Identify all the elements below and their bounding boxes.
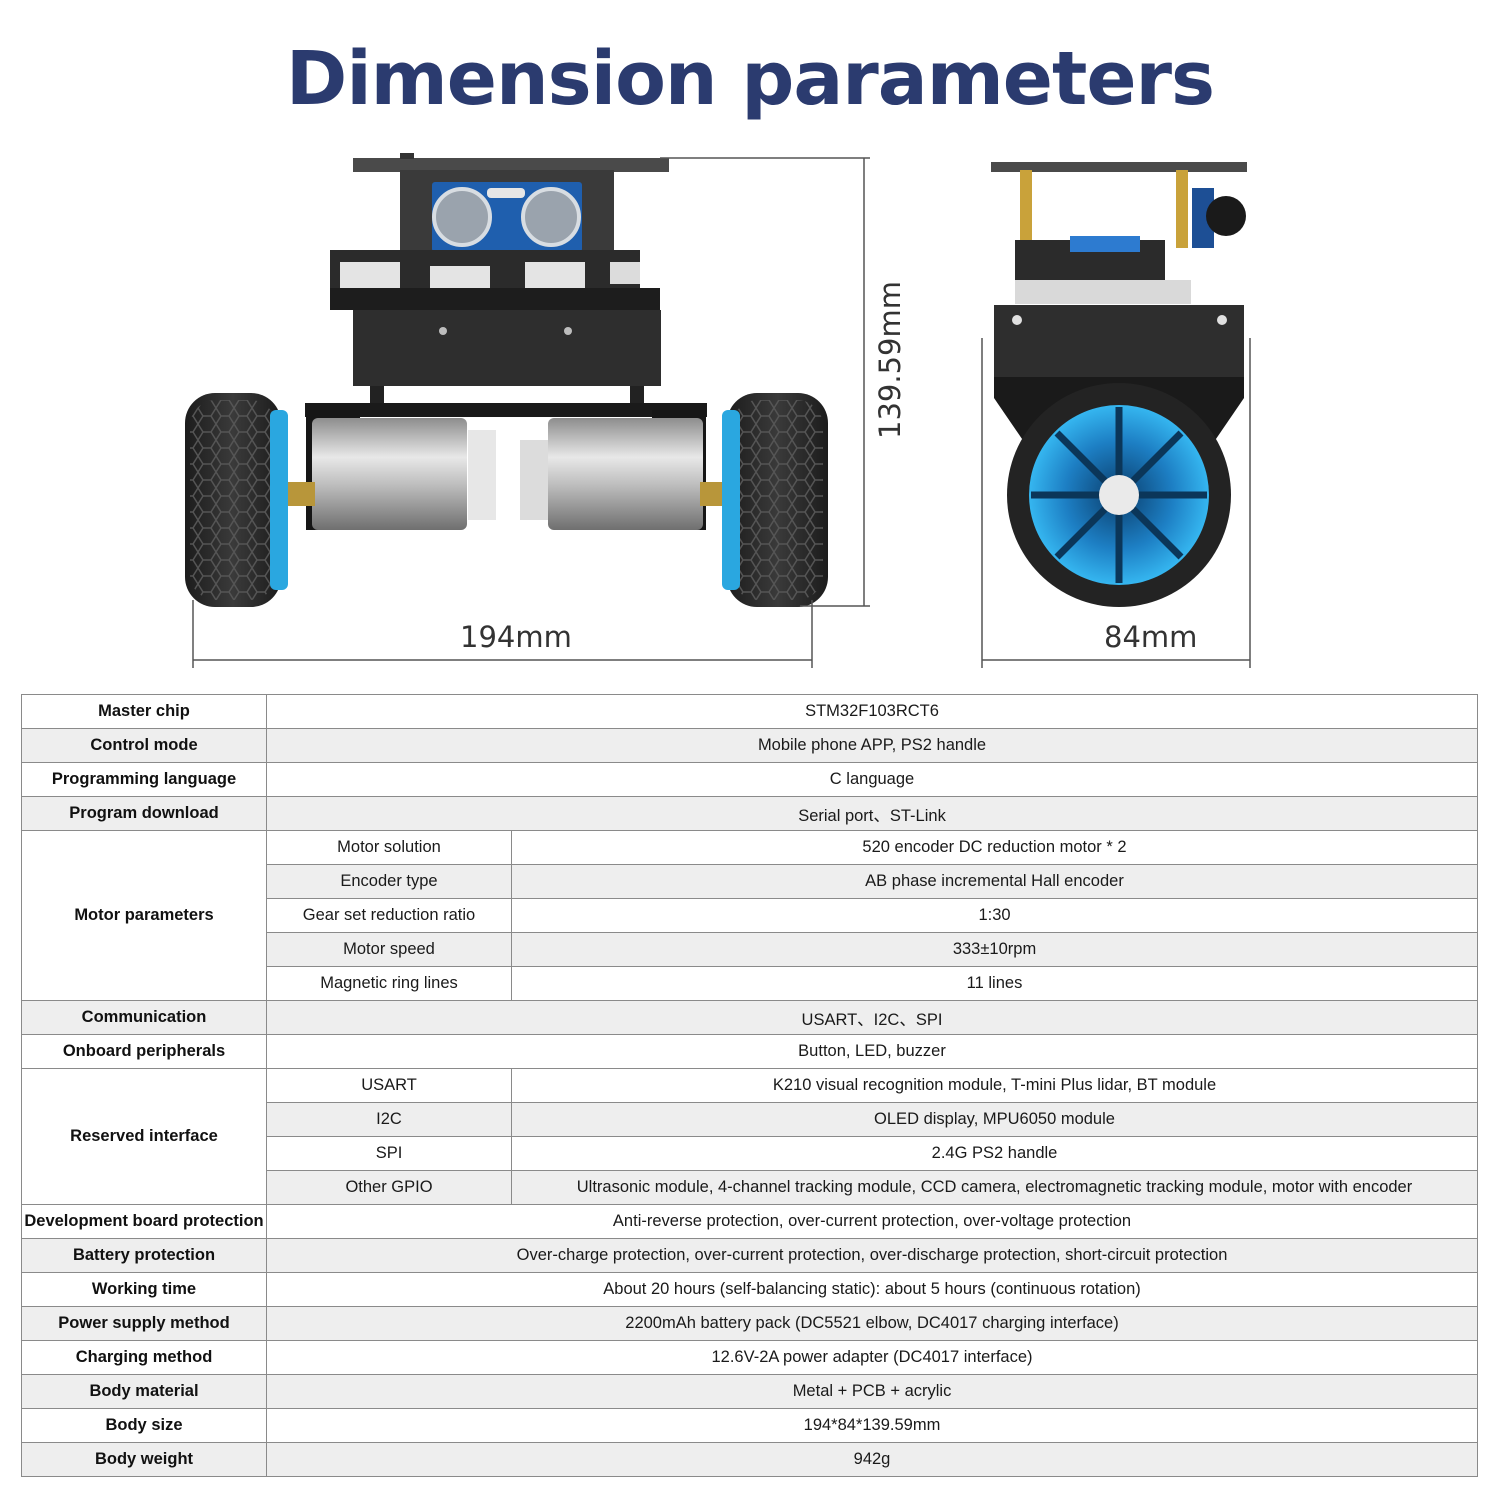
spec-value: 520 encoder DC reduction motor * 2 (510, 830, 1479, 865)
spec-value: 11 lines (510, 966, 1479, 1001)
spec-label: Programming language (21, 762, 267, 797)
spec-label: Communication (21, 1000, 267, 1035)
table-row: Control mode Mobile phone APP, PS2 handl… (21, 728, 1479, 763)
table-row: Program download Serial port、ST-Link (21, 796, 1479, 831)
spec-value: About 20 hours (self-balancing static): … (265, 1272, 1479, 1307)
spec-label: Battery protection (21, 1238, 267, 1273)
spec-value: 1:30 (510, 898, 1479, 933)
spec-label: Charging method (21, 1340, 267, 1375)
spec-value: K210 visual recognition module, T-mini P… (510, 1068, 1479, 1103)
spec-label: Body size (21, 1408, 267, 1443)
table-row: Onboard peripherals Button, LED, buzzer (21, 1034, 1479, 1069)
spec-value: Button, LED, buzzer (265, 1034, 1479, 1069)
table-row: Other GPIO Ultrasonic module, 4-channel … (22, 1170, 1479, 1205)
table-row: Reserved interface USART K210 visual rec… (21, 1068, 1479, 1205)
spec-label: Body material (21, 1374, 267, 1409)
spec-label: Reserved interface (21, 1068, 267, 1205)
depth-dimension-label: 84mm (1104, 620, 1198, 654)
table-row: Master chip STM32F103RCT6 (21, 694, 1479, 729)
spec-sublabel: Gear set reduction ratio (266, 898, 512, 933)
spec-value: 194*84*139.59mm (265, 1408, 1479, 1443)
spec-value: Anti-reverse protection, over-current pr… (265, 1204, 1479, 1239)
spec-value: OLED display, MPU6050 module (510, 1102, 1479, 1137)
spec-value: 333±10rpm (510, 932, 1479, 967)
spec-value: 942g (265, 1442, 1479, 1477)
spec-value: 2200mAh battery pack (DC5521 elbow, DC40… (265, 1306, 1479, 1341)
width-dimension-label: 194mm (460, 620, 572, 654)
spec-value: C language (265, 762, 1479, 797)
robot-drawing (185, 153, 1251, 668)
spec-sublabel: SPI (266, 1136, 512, 1171)
table-row: Development board protection Anti-revers… (21, 1204, 1479, 1239)
table-row: SPI 2.4G PS2 handle (22, 1136, 1479, 1171)
table-row: Magnetic ring lines 11 lines (22, 966, 1479, 1001)
front-view (185, 153, 828, 607)
table-row: Motor speed 333±10rpm (22, 932, 1479, 967)
spec-value: STM32F103RCT6 (265, 694, 1479, 729)
table-row: Encoder type AB phase incremental Hall e… (22, 864, 1479, 899)
table-row: Battery protection Over-charge protectio… (21, 1238, 1479, 1273)
spec-value: USART、I2C、SPI (265, 1000, 1479, 1035)
spec-value: Ultrasonic module, 4-channel tracking mo… (510, 1170, 1479, 1205)
table-row: I2C OLED display, MPU6050 module (22, 1102, 1479, 1137)
spec-value: 2.4G PS2 handle (510, 1136, 1479, 1171)
spec-table: Master chip STM32F103RCT6 Control mode M… (21, 694, 1479, 1477)
table-row: Working time About 20 hours (self-balanc… (21, 1272, 1479, 1307)
spec-sublabel: Motor speed (266, 932, 512, 967)
spec-label: Working time (21, 1272, 267, 1307)
spec-label: Power supply method (21, 1306, 267, 1341)
table-row: Power supply method 2200mAh battery pack… (21, 1306, 1479, 1341)
spec-label: Control mode (21, 728, 267, 763)
spec-sublabel: Encoder type (266, 864, 512, 899)
table-row: Charging method 12.6V-2A power adapter (… (21, 1340, 1479, 1375)
front-dimension-lines (192, 157, 870, 668)
table-row: Body size 194*84*139.59mm (21, 1408, 1479, 1443)
spec-label: Development board protection (21, 1204, 267, 1239)
spec-sublabel: Magnetic ring lines (266, 966, 512, 1001)
table-row: Gear set reduction ratio 1:30 (22, 898, 1479, 933)
side-view (991, 162, 1247, 607)
spec-label: Body weight (21, 1442, 267, 1477)
spec-value: Mobile phone APP, PS2 handle (265, 728, 1479, 763)
table-row: Programming language C language (21, 762, 1479, 797)
table-row: Motor parameters Motor solution 520 enco… (21, 830, 1479, 1001)
height-dimension-label: 139.59mm (873, 281, 907, 439)
spec-label: Master chip (21, 694, 267, 729)
spec-label: Motor parameters (21, 830, 267, 1001)
page-title: Dimension parameters (285, 36, 1215, 122)
table-row: Body weight 942g (21, 1442, 1479, 1477)
spec-label: Onboard peripherals (21, 1034, 267, 1069)
spec-value: Metal + PCB + acrylic (265, 1374, 1479, 1409)
side-dimension-lines (981, 338, 1251, 668)
spec-sublabel: Other GPIO (266, 1170, 512, 1205)
spec-value: AB phase incremental Hall encoder (510, 864, 1479, 899)
spec-sublabel: USART (266, 1068, 512, 1103)
robot-dimension-figure (0, 140, 1500, 680)
table-row: Body material Metal + PCB + acrylic (21, 1374, 1479, 1409)
spec-sublabel: I2C (266, 1102, 512, 1137)
spec-value: Over-charge protection, over-current pro… (265, 1238, 1479, 1273)
spec-sublabel: Motor solution (266, 830, 512, 865)
table-row: Communication USART、I2C、SPI (21, 1000, 1479, 1035)
spec-value: 12.6V-2A power adapter (DC4017 interface… (265, 1340, 1479, 1375)
spec-value: Serial port、ST-Link (265, 796, 1479, 831)
spec-label: Program download (21, 796, 267, 831)
